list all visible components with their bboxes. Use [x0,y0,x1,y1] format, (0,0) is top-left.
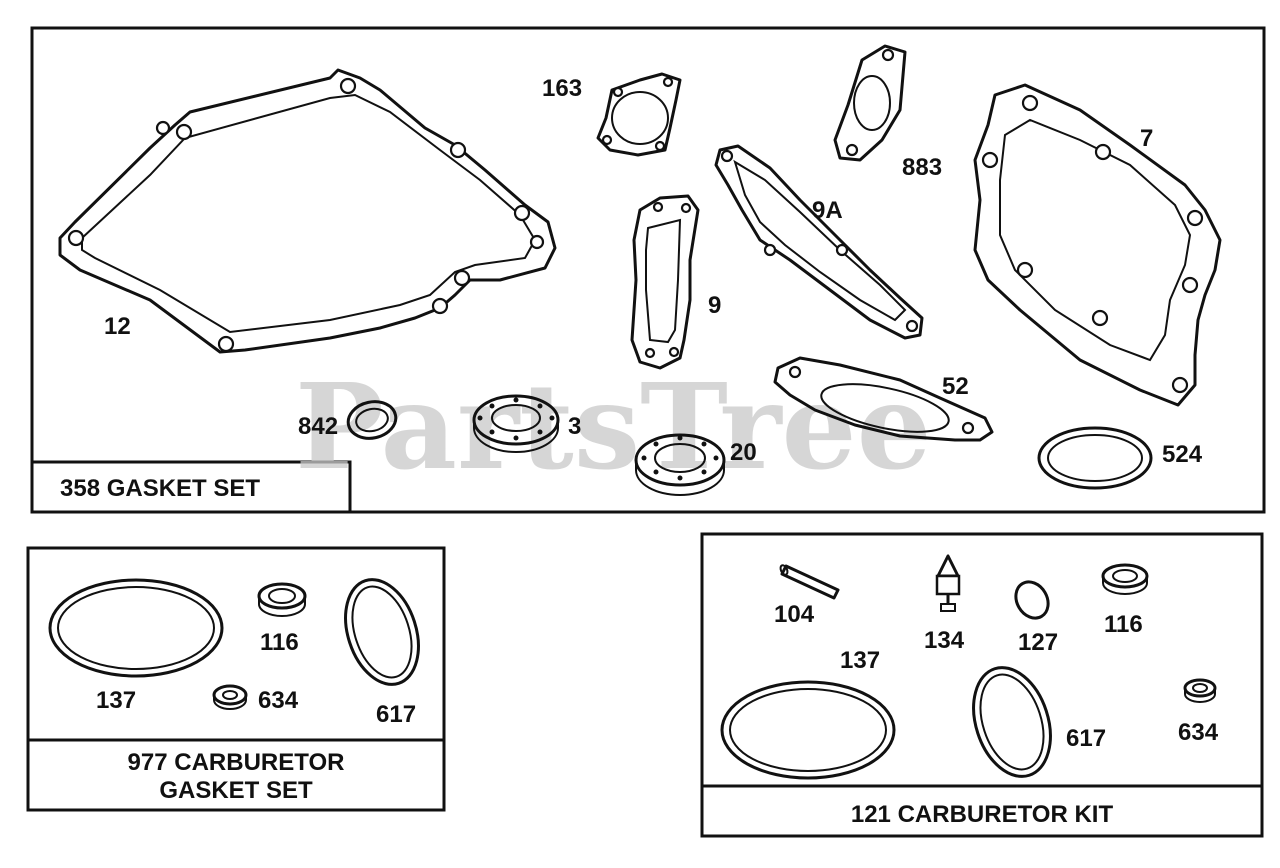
part-163-gasket [596,72,682,157]
gasket-set-caption: 358 GASKET SET [60,475,260,502]
part-524-gasket [1037,426,1153,490]
part-634-washer [212,684,248,710]
part-3-seal [472,394,560,453]
label-137-kit: 137 [840,647,880,674]
carburetor-kit-caption: 121 CARBURETOR KIT [851,801,1114,828]
label-524: 524 [1162,441,1203,468]
part-617-o-ring [344,578,420,686]
part-634-washer-kit [1183,678,1217,703]
carburetor-kit-panel: 121 CARBURETOR KIT 104 134 127 116 137 [700,532,1264,838]
label-9a: 9A [812,197,843,224]
label-116-kit: 116 [1104,611,1143,638]
label-3: 3 [568,413,581,440]
carburetor-gasket-set-panel: 977 CARBURETOR GASKET SET 137 116 634 61… [26,546,446,812]
label-883: 883 [902,154,942,181]
part-20-seal [634,433,726,496]
carburetor-gasket-set-caption-line1: 977 CARBURETOR [128,749,345,776]
part-9a-gasket [714,144,924,340]
gasket-set-panel: 358 GASKET SET PartsTree 12 [30,26,1266,514]
label-7: 7 [1140,125,1153,152]
part-134-needle [935,554,961,612]
label-137: 137 [96,687,136,714]
part-116-washer-kit [1101,563,1149,595]
label-127: 127 [1018,629,1058,656]
part-12-crankcase-gasket [58,68,557,354]
part-137-o-ring [48,578,224,678]
part-52-gasket [773,356,994,442]
label-104: 104 [774,601,815,628]
label-163: 163 [542,75,582,102]
label-116: 116 [260,629,299,656]
part-7-head-gasket [973,83,1222,407]
part-137-o-ring-kit [720,680,896,780]
label-842: 842 [298,413,338,440]
label-134: 134 [924,627,965,654]
part-842-gasket [346,400,398,440]
part-104-pin [779,564,840,600]
part-617-o-ring-kit [972,666,1052,778]
carburetor-gasket-set-caption-line2: GASKET SET [159,777,313,804]
watermark: PartsTree [295,357,932,496]
part-127-plug [1014,580,1050,620]
label-9: 9 [708,292,721,319]
label-634: 634 [258,687,299,714]
part-883-gasket [833,44,907,162]
label-617-kit: 617 [1066,725,1106,752]
label-20: 20 [730,439,757,466]
part-116-washer [257,582,307,617]
label-52: 52 [942,373,969,400]
label-634-kit: 634 [1178,719,1219,746]
part-9-gasket [630,194,700,370]
label-12: 12 [104,313,131,340]
label-617: 617 [376,701,416,728]
